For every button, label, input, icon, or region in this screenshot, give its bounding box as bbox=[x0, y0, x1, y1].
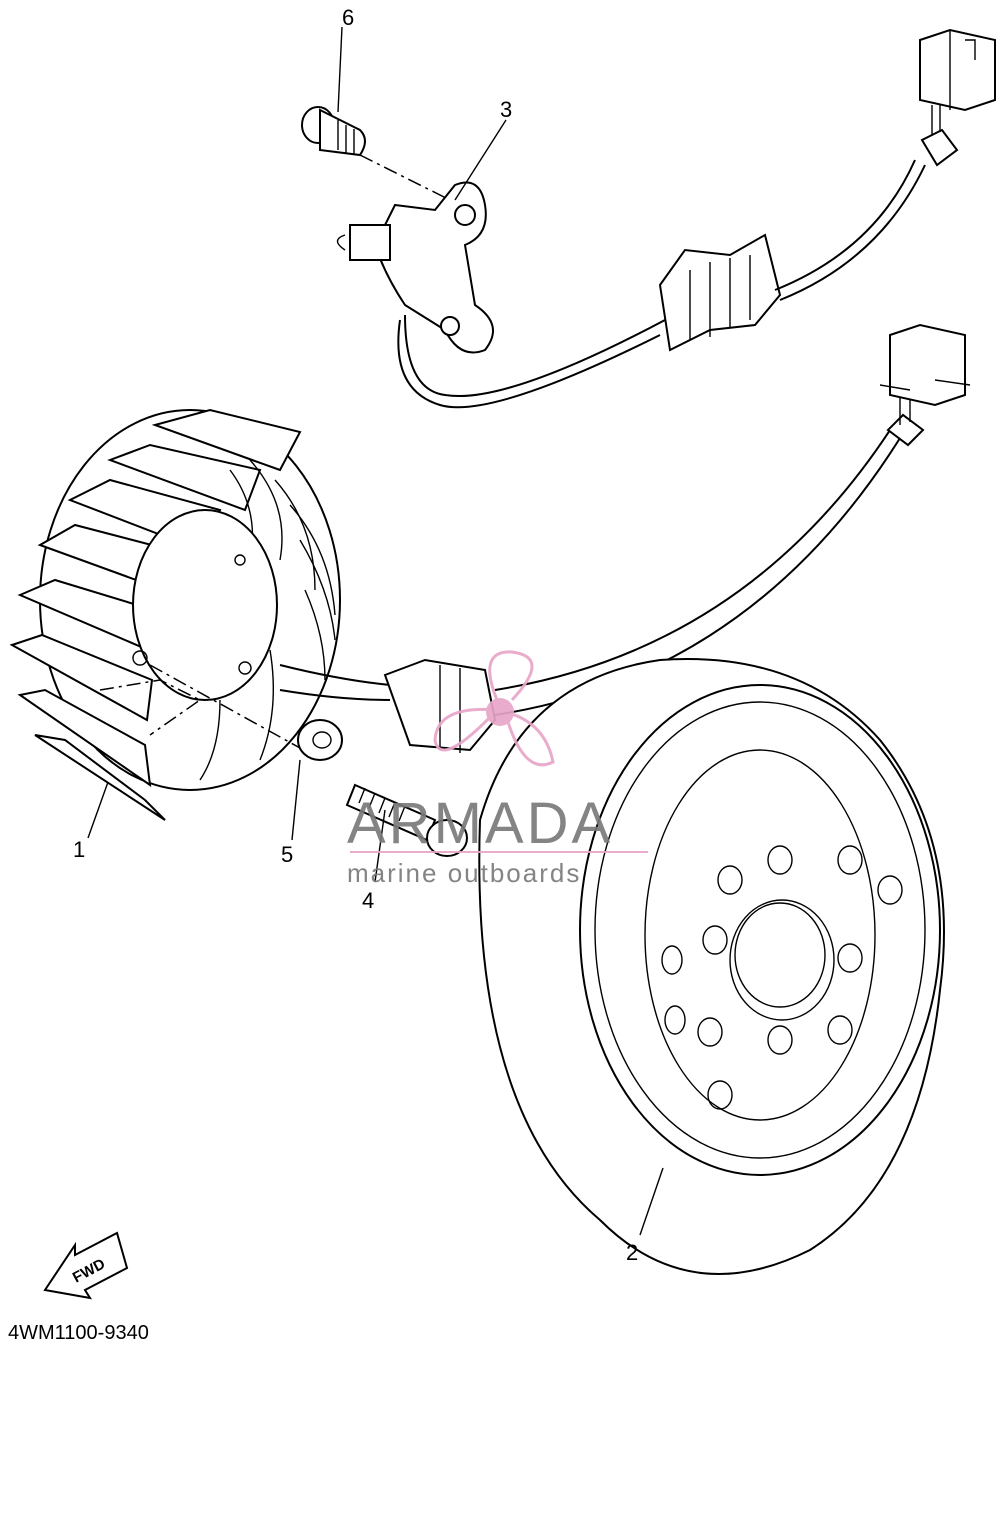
callout-5: 5 bbox=[281, 842, 293, 867]
leader-lines bbox=[87, 26, 664, 1236]
washer bbox=[297, 719, 343, 761]
pickup-coil-harness bbox=[397, 28, 996, 409]
forward-arrow-icon: FWD bbox=[43, 1231, 129, 1300]
assembly-line-stator-washer bbox=[149, 664, 301, 749]
watermark: ARMADA marine outboards bbox=[347, 650, 648, 888]
watermark-brand: ARMADA bbox=[347, 791, 613, 856]
propeller-logo-icon bbox=[433, 650, 555, 767]
pickup-coil bbox=[336, 181, 494, 354]
diagram-code: 4WM1100-9340 bbox=[8, 1322, 149, 1344]
bolt bbox=[345, 783, 468, 857]
callout-4: 4 bbox=[362, 888, 374, 913]
callout-6: 6 bbox=[342, 5, 354, 30]
stator-coil bbox=[9, 408, 341, 821]
callout-2: 2 bbox=[626, 1240, 638, 1265]
screw bbox=[301, 106, 366, 157]
watermark-tagline: marine outboards bbox=[347, 858, 581, 888]
callout-1: 1 bbox=[73, 837, 85, 862]
callout-3: 3 bbox=[500, 97, 512, 122]
propeller-hub-icon bbox=[486, 698, 514, 726]
flywheel-rotor bbox=[478, 658, 945, 1275]
assembly-line-screw-pickup bbox=[359, 154, 461, 206]
